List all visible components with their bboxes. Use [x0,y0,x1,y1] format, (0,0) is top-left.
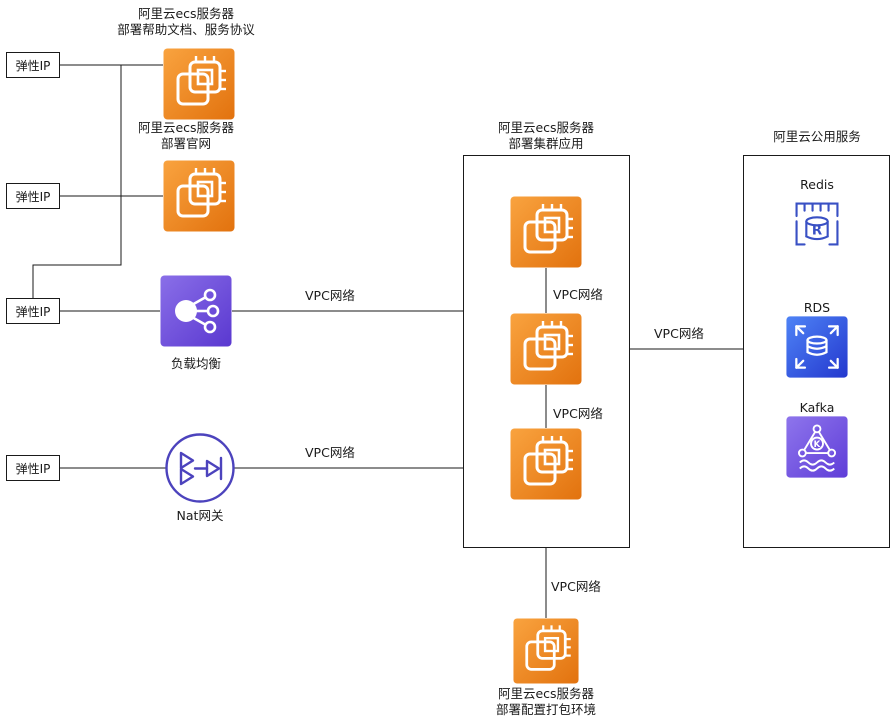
elastic-ip-box-1: 弹性IP [6,52,60,78]
redis-icon [785,192,849,256]
public-box-label: 阿里云公用服务 [773,129,861,144]
edge-label-cluster-inner-top: VPC网络 [551,287,605,303]
ecs-website-server-icon [163,160,235,232]
ecs-website-label-line2: 部署官网 [160,136,212,151]
edge-label-slb-vpc: VPC网络 [303,288,357,304]
public-services-box [743,155,890,548]
elastic-ip-box-4: 弹性IP [6,455,60,481]
kafka-icon [786,416,848,478]
ecs-help-server-icon [163,48,235,120]
edge-label-cluster-inner-bottom: VPC网络 [551,406,605,422]
cluster-ecs-icon-3 [510,428,582,500]
cluster-box-label-line1: 阿里云ecs服务器 [497,120,595,135]
nat-gateway-label: Nat网关 [176,508,224,523]
builder-ecs-icon [513,618,579,684]
nat-gateway-icon [164,432,236,504]
cluster-ecs-icon-1 [510,196,582,268]
redis-label: Redis [800,177,834,192]
ecs-help-label-line1: 阿里云ecs服务器 [137,6,235,21]
builder-label-line1: 阿里云ecs服务器 [497,686,595,701]
load-balancer-icon [160,275,232,347]
ecs-help-label-line2: 部署帮助文档、服务协议 [117,22,255,37]
rds-icon [786,316,848,378]
rds-label: RDS [803,300,831,315]
builder-label: 阿里云ecs服务器 部署配置打包环境 [496,686,596,718]
builder-label-line2: 部署配置打包环境 [495,702,597,717]
cluster-box-label-line2: 部署集群应用 [508,136,584,151]
load-balancer-label: 负载均衡 [170,356,222,371]
cluster-ecs-icon-2 [510,313,582,385]
cluster-group-box [463,155,630,548]
elastic-ip-box-2: 弹性IP [6,183,60,209]
ecs-help-label: 阿里云ecs服务器 部署帮助文档、服务协议 [117,6,255,38]
ecs-website-label: 阿里云ecs服务器 部署官网 [138,120,234,152]
cluster-box-label: 阿里云ecs服务器 部署集群应用 [498,120,594,152]
elastic-ip-box-3: 弹性IP [6,298,60,324]
edge-label-cluster-builder: VPC网络 [549,579,603,595]
edge-label-nat-vpc: VPC网络 [303,445,357,461]
edge-label-cluster-public: VPC网络 [652,326,706,342]
ecs-website-label-line1: 阿里云ecs服务器 [137,120,235,135]
kafka-label: Kafka [799,400,835,415]
edge-eip3-elbow [32,196,122,298]
